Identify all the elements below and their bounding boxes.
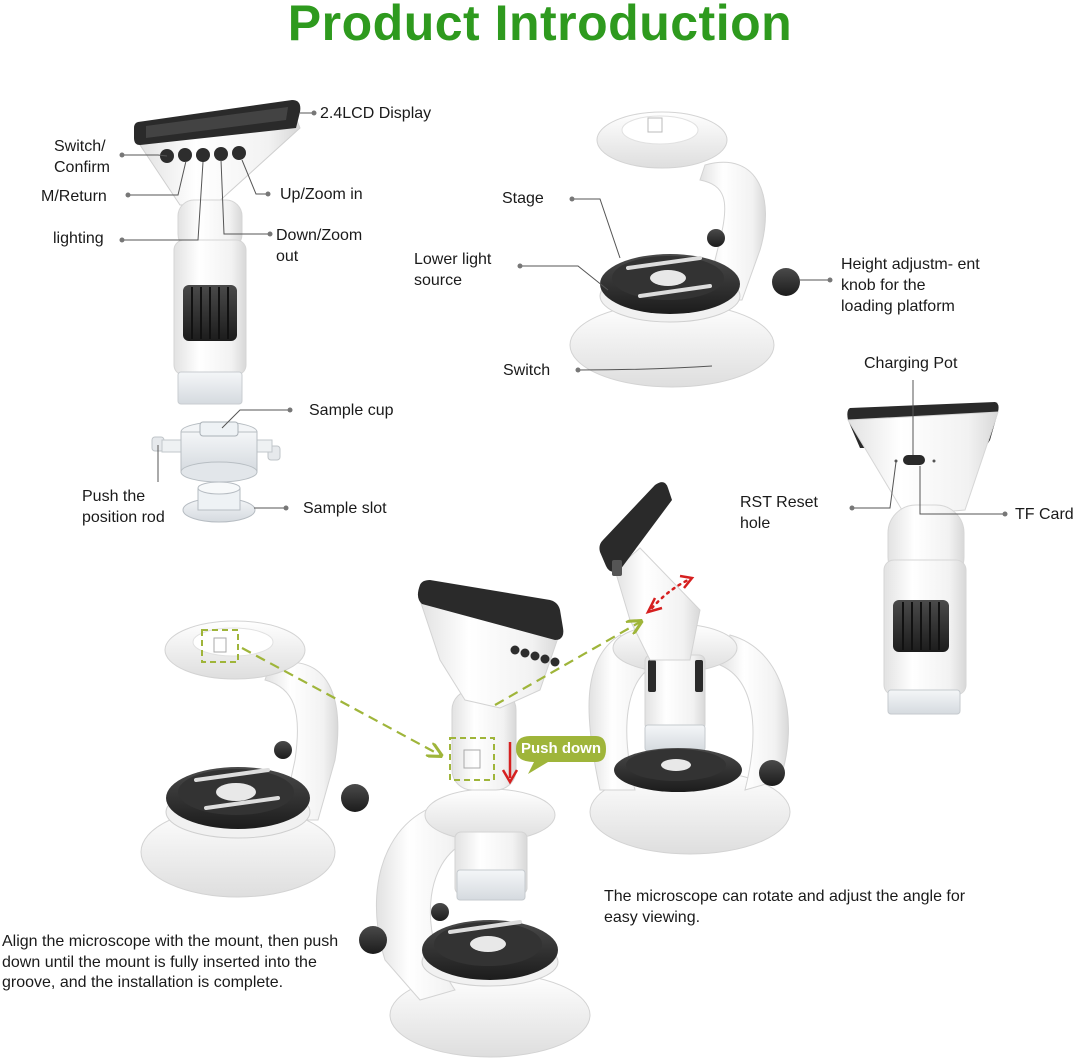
label-up-zoom: Up/Zoom in	[280, 186, 363, 203]
stand-lower-left	[140, 620, 369, 898]
label-stage: Stage	[502, 190, 544, 207]
rotated-microscope	[588, 482, 791, 855]
leader-lines	[122, 112, 1005, 515]
sample-slot	[182, 481, 256, 523]
label-tf-card: TF Card	[1015, 506, 1074, 523]
leader-dots	[119, 110, 1008, 517]
label-height-knob: Height adjustm- ent knob for the loading…	[841, 256, 980, 315]
label-rst-reset: RST Reset hole	[740, 494, 818, 532]
control-buttons	[160, 146, 246, 163]
label-charging-pot: Charging Pot	[864, 355, 958, 372]
label-sample-slot: Sample slot	[303, 500, 387, 517]
label-m-return: M/Return	[41, 188, 107, 205]
label-switch-confirm: Switch/ Confirm	[54, 138, 111, 176]
label-down-zoom: Down/Zoom out	[276, 227, 363, 265]
label-push-rod: Push the position rod	[82, 488, 165, 526]
label-push-down: Push down	[521, 740, 601, 757]
alignment-arrows	[241, 622, 640, 755]
label-switch: Switch	[503, 362, 551, 379]
sample-cup	[151, 421, 281, 483]
stand-top	[569, 111, 800, 388]
label-lcd-display: 2.4LCD Display	[320, 105, 432, 122]
microscope-back	[847, 402, 999, 715]
caption-align: Align the microscope with the mount, the…	[2, 933, 339, 991]
label-lighting: lighting	[53, 230, 104, 247]
handheld-microscope	[134, 100, 301, 405]
page-title: Product Introduction	[287, 0, 793, 51]
caption-rotate: The microscope can rotate and adjust the…	[604, 888, 966, 926]
assembled-microscope	[359, 580, 591, 1058]
label-lower-light: Lower light source	[414, 251, 492, 289]
push-down-indicator	[501, 736, 606, 785]
label-sample-cup: Sample cup	[309, 402, 394, 419]
